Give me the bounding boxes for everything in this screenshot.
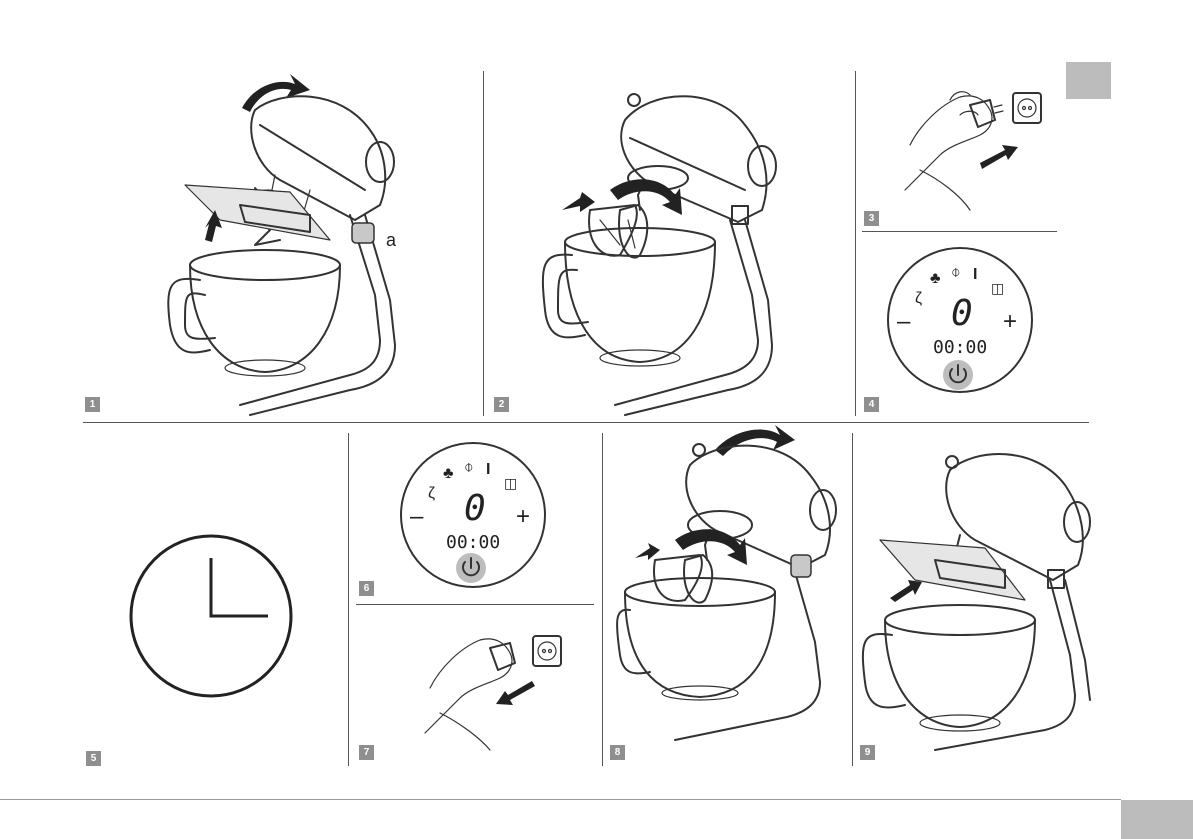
whisk-icon: ⌽ <box>951 264 961 281</box>
dough-hook-icon: ζ <box>428 485 435 502</box>
callout-a: a <box>386 230 397 250</box>
minus-button[interactable]: – <box>897 308 911 335</box>
step-badge-4: 4 <box>864 397 879 412</box>
step-badge-5: 5 <box>86 751 101 766</box>
step-3-illustration <box>890 85 1050 215</box>
arrow-icon <box>980 145 1018 169</box>
timer-readout: 00:00 <box>446 532 500 553</box>
footer-rule <box>0 799 1121 800</box>
socket-icon <box>1013 93 1041 123</box>
minus-button[interactable]: – <box>410 503 424 530</box>
arrow-icon <box>635 543 660 560</box>
step-4-display: ζ ♣ ⌽ I ◫ 0 – + 00:00 <box>885 245 1035 395</box>
step-badge-8: 8 <box>610 745 625 760</box>
plus-button[interactable]: + <box>1003 308 1017 335</box>
whisk-icon: ⌽ <box>464 459 474 476</box>
divider <box>83 422 1089 423</box>
step-7-illustration <box>410 628 570 753</box>
speed-readout: 0 <box>951 293 973 334</box>
step-badge-7: 7 <box>359 745 374 760</box>
cup-icon: ◫ <box>991 280 1004 296</box>
blender-icon: I <box>486 461 490 478</box>
plus-button[interactable]: + <box>516 503 530 530</box>
step-9-illustration <box>860 430 1100 750</box>
arrow-icon <box>890 580 922 602</box>
divider <box>602 433 603 766</box>
page-number-tab <box>1121 800 1193 839</box>
arrow-icon <box>496 681 535 705</box>
step-badge-2: 2 <box>494 397 509 412</box>
step-badge-1: 1 <box>85 397 100 412</box>
dough-hook-icon: ζ <box>915 290 922 307</box>
beater-icon: ♣ <box>930 270 941 287</box>
divider <box>852 433 853 766</box>
speed-readout: 0 <box>464 488 486 529</box>
divider <box>483 71 484 416</box>
blender-icon: I <box>973 266 977 283</box>
divider <box>348 433 349 766</box>
step-2-illustration <box>540 70 800 410</box>
socket-icon <box>533 636 561 666</box>
step-8-illustration <box>615 420 845 740</box>
divider <box>855 71 856 416</box>
timer-readout: 00:00 <box>933 337 987 358</box>
divider <box>356 604 594 605</box>
arrow-icon <box>242 74 310 112</box>
step-badge-6: 6 <box>359 581 374 596</box>
arrow-icon <box>715 425 795 456</box>
step-1-illustration: a <box>160 70 420 410</box>
beater-icon: ♣ <box>443 465 454 482</box>
divider <box>862 231 1057 232</box>
language-tab <box>1066 62 1111 99</box>
cup-icon: ◫ <box>504 475 517 491</box>
step-badge-3: 3 <box>864 211 879 226</box>
step-6-display: ζ ♣ ⌽ I ◫ 0 – + 00:00 <box>398 440 548 590</box>
clock-icon <box>128 533 294 699</box>
